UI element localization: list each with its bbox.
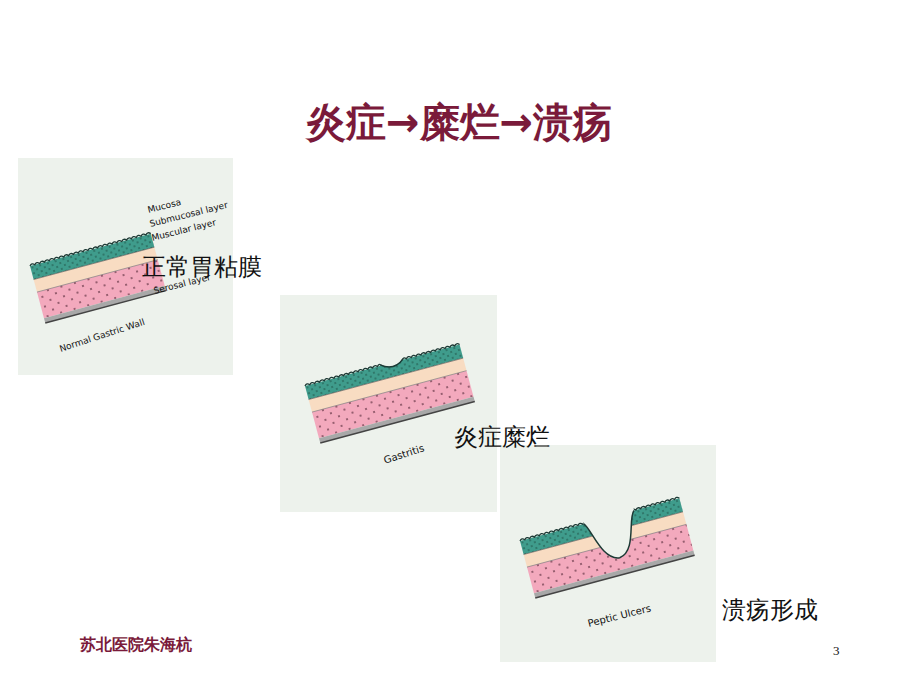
wall-edge [535, 555, 694, 598]
erosion [379, 356, 404, 369]
gastric-wall [304, 341, 475, 443]
panel [500, 445, 716, 662]
stage-label: 炎症糜烂 [454, 424, 550, 450]
layer-line [34, 247, 155, 279]
page-number: 3 [833, 644, 840, 658]
footer-note: 苏北医院朱海杭 [80, 636, 192, 654]
gastric-wall [519, 494, 695, 598]
wall-edge [320, 402, 475, 443]
wall-edge [45, 291, 166, 323]
layer-line [37, 260, 158, 292]
erosion-edge [380, 359, 404, 370]
stage-label: 溃疡形成 [722, 597, 818, 623]
stage-label: 正常胃粘膜 [142, 254, 262, 280]
ulcer-edge [584, 510, 645, 564]
panel [280, 295, 497, 512]
slide-title: 炎症→糜烂→溃疡 [306, 100, 613, 144]
mucosa-surface [305, 343, 460, 386]
ulcer-crater [583, 507, 645, 565]
mucosa-surface [30, 232, 151, 266]
serosa-layer [44, 286, 166, 323]
